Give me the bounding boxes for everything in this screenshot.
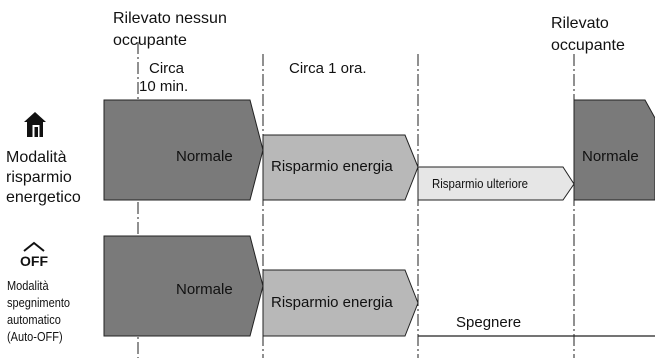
stage-saving-block (262, 134, 419, 201)
off-icon: OFF (20, 241, 48, 269)
stage-normal-label: Normale (176, 148, 233, 165)
interval-1hour: Circa 1 ora. (289, 60, 367, 77)
svg-text:OFF: OFF (20, 253, 48, 269)
interval-10min-line1: Circa (149, 60, 185, 77)
event-occupant-line1: Rilevato (551, 15, 609, 32)
stage-further-block (417, 166, 575, 201)
house-door-icon (24, 112, 46, 137)
mode-autooff-label-line3: automatico (7, 313, 61, 327)
mode-energy-label-line3: energetico (6, 189, 81, 206)
stage-saving-label: Risparmio energia (271, 158, 393, 175)
mode-energy-label-line2: risparmio (6, 169, 72, 186)
off-spegnere-label: Spegnere (456, 314, 522, 331)
mode-autooff-label-line1: Modalità (7, 279, 49, 293)
stage-normal-return-block (573, 99, 655, 201)
stage-further-label: Risparmio ulteriore (432, 176, 529, 191)
event-no-occupant-line1: Rilevato nessun (113, 10, 227, 27)
stage-normal-block (103, 99, 264, 201)
event-no-occupant-line2: occupante (113, 32, 187, 49)
event-occupant-line2: occupante (551, 37, 625, 54)
off-saving-label: Risparmio energia (271, 294, 393, 311)
interval-10min-line2: 10 min. (139, 78, 189, 95)
mode-autooff-label-line4: (Auto-OFF) (7, 330, 63, 344)
stage-normal-return-label: Normale (582, 148, 639, 165)
off-saving-block (262, 269, 419, 337)
off-normal-block (103, 235, 264, 337)
off-normal-label: Normale (176, 281, 233, 298)
mode-energy-label-line1: Modalità (6, 149, 67, 166)
mode-autooff-label-line2: spegnimento (7, 296, 70, 310)
